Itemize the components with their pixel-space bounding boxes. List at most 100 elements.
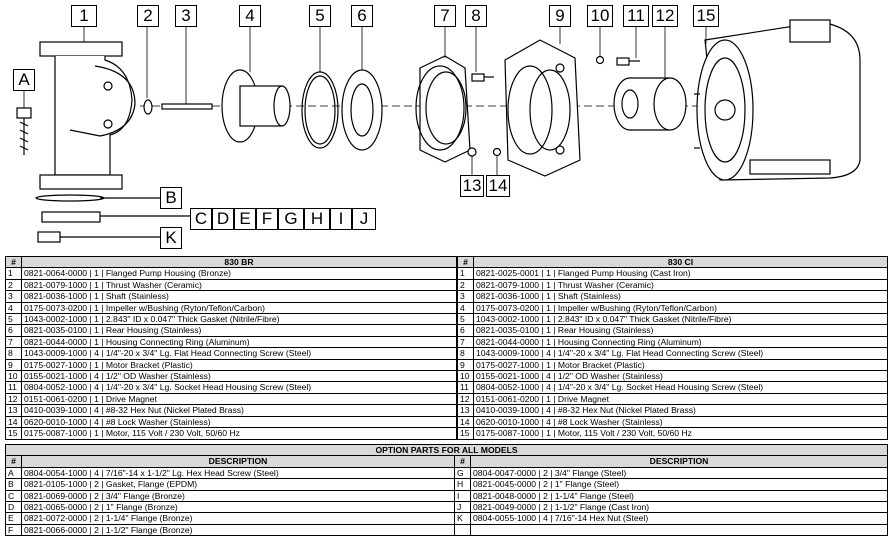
description-header: DESCRIPTION [470, 455, 888, 468]
item-description: 0175-0087-1000 | 1 | Motor, 115 Volt / 2… [473, 427, 888, 440]
pump-housing-drawing [39, 41, 136, 190]
option-description: 0804-0047-0000 | 2 | 3/4" Flange (Steel) [470, 466, 888, 480]
item-description: 0151-0061-0200 | 1 | Drive Magnet [21, 392, 457, 406]
callout-14: 14 [486, 175, 510, 197]
callout-b: B [160, 187, 182, 209]
item-number: 13 [457, 404, 474, 417]
bolt-a-drawing [16, 107, 32, 155]
option-letter: K [454, 512, 471, 525]
item-description: 0620-0010-1000 | 4 | #8 Lock Washer (Sta… [473, 415, 888, 429]
option-letter: J [454, 501, 471, 514]
callout-9: 9 [549, 5, 571, 27]
item-number: 8 [457, 347, 474, 360]
option-description: 0821-0066-0000 | 2 | 1-1/2" Flange (Bron… [21, 523, 455, 537]
item-number: 12 [457, 392, 474, 406]
callout-4: 4 [239, 5, 261, 27]
item-number: 1 [457, 267, 474, 280]
callout-6: 6 [351, 5, 373, 27]
item-number: 8 [5, 347, 22, 360]
callout-1: 1 [71, 5, 97, 27]
item-number: 2 [457, 278, 474, 292]
table-title: 830 BR [21, 255, 457, 269]
num-header: # [457, 255, 474, 269]
item-number: 6 [457, 324, 474, 337]
option-letter: D [5, 501, 22, 514]
item-description: 0155-0021-1000 | 4 | 1/2" OD Washer (Sta… [473, 370, 888, 383]
item-description: 0821-0036-1000 | 1 | Shaft (Stainless) [473, 290, 888, 303]
option-letter: A [5, 466, 22, 480]
item-description: 0804-0052-1000 | 4 | 1/4"-20 x 3/4" Lg. … [473, 381, 888, 394]
callout-11: 11 [623, 5, 649, 27]
option-letter: B [5, 478, 22, 491]
option-description: 0804-0054-1000 | 4 | 7/16"-14 x 1-1/2" L… [21, 466, 455, 480]
item-description: 0804-0052-1000 | 4 | 1/4"-20 x 3/4" Lg. … [21, 381, 457, 394]
item-number: 15 [5, 427, 22, 440]
option-description: 0821-0065-0000 | 2 | 1" Flange (Bronze) [21, 501, 455, 514]
options-title: OPTION PARTS FOR ALL MODELS [5, 443, 888, 457]
option-letter: C [5, 489, 22, 503]
item-number: 12 [5, 392, 22, 406]
num-header: # [454, 455, 471, 468]
item-number: 4 [5, 301, 22, 315]
item-description: 1043-0009-1000 | 4 | 1/4"-20 x 3/4" Lg. … [21, 347, 457, 360]
item-description: 0821-0025-0001 | 1 | Flanged Pump Housin… [473, 267, 888, 280]
callout-j: J [352, 208, 376, 230]
callout-13: 13 [460, 175, 484, 197]
item-number: 2 [5, 278, 22, 292]
option-letter: H [454, 478, 471, 491]
item-description: 0821-0079-1000 | 1 | Thrust Washer (Cera… [21, 278, 457, 292]
item-description: 0175-0027-1000 | 1 | Motor Bracket (Plas… [473, 358, 888, 372]
callout-h: H [304, 208, 330, 230]
item-description: 0821-0044-0000 | 1 | Housing Connecting … [21, 335, 457, 349]
item-description: 0175-0073-0200 | 1 | Impeller w/Bushing … [21, 301, 457, 315]
option-description [470, 523, 888, 537]
item-description: 0821-0035-0100 | 1 | Rear Housing (Stain… [21, 324, 457, 337]
item-description: 0821-0044-0000 | 1 | Housing Connecting … [473, 335, 888, 349]
item-description: 0175-0027-1000 | 1 | Motor Bracket (Plas… [21, 358, 457, 372]
item-number: 13 [5, 404, 22, 417]
option-description: 0821-0045-0000 | 2 | 1" Flange (Steel) [470, 478, 888, 491]
callout-15: 15 [693, 5, 719, 27]
callout-10: 10 [587, 5, 613, 27]
item-description: 1043-0009-1000 | 4 | 1/4"-20 x 3/4" Lg. … [473, 347, 888, 360]
item-number: 3 [5, 290, 22, 303]
option-description: 0821-0072-0000 | 2 | 1-1/4" Flange (Bron… [21, 512, 455, 525]
item-number: 6 [5, 324, 22, 337]
item-number: 15 [457, 427, 474, 440]
item-number: 7 [5, 335, 22, 349]
callout-f: F [256, 208, 278, 230]
item-number: 7 [457, 335, 474, 349]
option-letter: G [454, 466, 471, 480]
item-description: 0410-0039-1000 | 4 | #8-32 Hex Nut (Nick… [21, 404, 457, 417]
callout-8: 8 [465, 5, 487, 27]
item-description: 0175-0073-0200 | 1 | Impeller w/Bushing … [473, 301, 888, 315]
item-description: 0155-0021-1000 | 4 | 1/2" OD Washer (Sta… [21, 370, 457, 383]
item-number: 11 [5, 381, 22, 394]
